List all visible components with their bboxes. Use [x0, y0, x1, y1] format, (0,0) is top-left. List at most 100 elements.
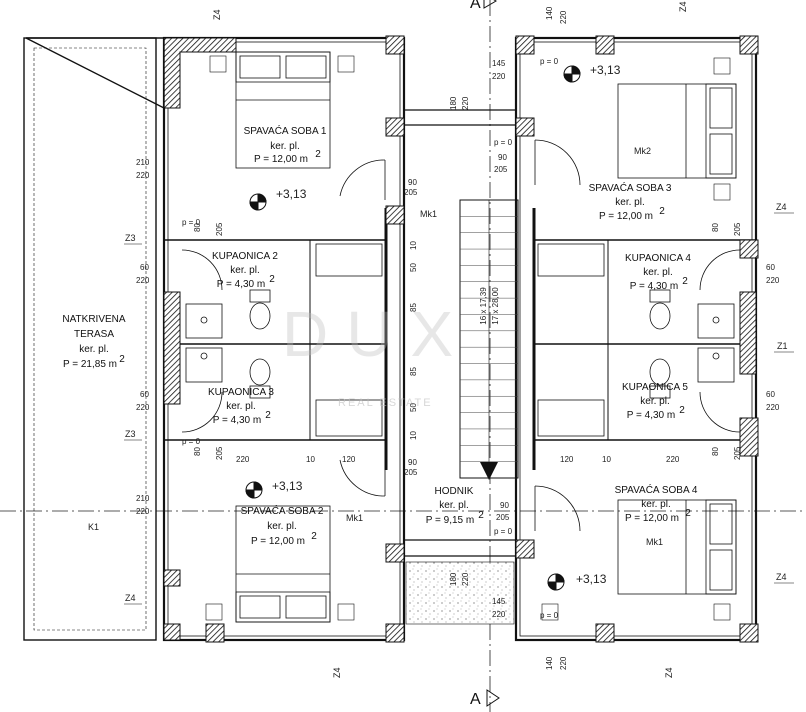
svg-text:2: 2 [311, 531, 317, 542]
svg-text:205: 205 [496, 513, 510, 522]
svg-text:A: A [470, 0, 481, 12]
svg-text:205: 205 [215, 446, 224, 460]
columns [25, 35, 759, 643]
watermark: DUX [282, 298, 471, 370]
svg-text:KUPAONICA 2: KUPAONICA 2 [212, 251, 278, 262]
svg-text:220: 220 [766, 403, 780, 412]
svg-text:KUPAONICA 3: KUPAONICA 3 [208, 387, 274, 398]
svg-text:SPAVAĆA SOBA 2: SPAVAĆA SOBA 2 [241, 504, 324, 517]
svg-text:85: 85 [409, 303, 418, 312]
svg-text:205: 205 [404, 468, 418, 477]
svg-text:220: 220 [766, 276, 780, 285]
svg-text:Z4: Z4 [776, 572, 787, 582]
svg-text:P = 12,00 m: P = 12,00 m [251, 536, 305, 547]
svg-text:220: 220 [236, 455, 250, 464]
svg-text:Mk1: Mk1 [420, 209, 437, 219]
svg-text:Z4: Z4 [125, 593, 136, 603]
level-label: +3,13 [272, 479, 303, 493]
svg-text:90: 90 [498, 153, 507, 162]
dimension-labels: 210 220 210 220 60 220 60 220 60 220 60 … [136, 6, 780, 670]
svg-text:p = 0: p = 0 [182, 437, 201, 446]
room-labels: SPAVAĆA SOBA 1 ker. pl. P = 12,00 m 2 SP… [62, 124, 697, 547]
svg-text:TERASA: TERASA [74, 329, 114, 340]
stair-treads [460, 216, 518, 462]
svg-text:90: 90 [408, 458, 417, 467]
svg-text:50: 50 [409, 263, 418, 272]
svg-text:ker. pl.: ker. pl. [643, 267, 672, 278]
svg-text:220: 220 [136, 276, 150, 285]
svg-text:80: 80 [193, 447, 202, 456]
svg-text:Z3: Z3 [125, 429, 136, 439]
svg-text:Z4: Z4 [776, 202, 787, 212]
svg-text:P = 4,30 m: P = 4,30 m [217, 279, 265, 290]
svg-text:140: 140 [545, 6, 554, 20]
svg-text:2: 2 [315, 149, 321, 160]
svg-text:80: 80 [711, 447, 720, 456]
svg-text:ker. pl.: ker. pl. [270, 141, 299, 152]
svg-text:P = 12,00 m: P = 12,00 m [625, 513, 679, 524]
svg-text:Z4: Z4 [212, 9, 222, 20]
svg-text:220: 220 [461, 96, 470, 110]
svg-text:2: 2 [478, 510, 484, 521]
svg-text:NATKRIVENA: NATKRIVENA [62, 314, 125, 325]
svg-text:P = 9,15 m: P = 9,15 m [426, 515, 474, 526]
svg-text:220: 220 [559, 656, 568, 670]
svg-text:p = 0: p = 0 [182, 218, 201, 227]
svg-text:145: 145 [492, 597, 506, 606]
svg-text:Z1: Z1 [777, 341, 788, 351]
svg-text:P = 12,00 m: P = 12,00 m [254, 154, 308, 165]
svg-text:220: 220 [136, 403, 150, 412]
svg-text:220: 220 [559, 10, 568, 24]
level-marker-icons [245, 65, 581, 591]
svg-text:145: 145 [492, 59, 506, 68]
section-marks: A A [470, 0, 500, 708]
svg-text:140: 140 [545, 656, 554, 670]
beds [235, 51, 737, 623]
svg-text:Mk1: Mk1 [646, 537, 663, 547]
svg-text:210: 210 [136, 158, 150, 167]
svg-text:205: 205 [733, 222, 742, 236]
svg-text:220: 220 [666, 455, 680, 464]
svg-text:2: 2 [269, 274, 275, 285]
level-label: +3,13 [590, 63, 621, 77]
svg-text:KUPAONICA 5: KUPAONICA 5 [622, 382, 688, 393]
svg-text:ker. pl.: ker. pl. [439, 500, 468, 511]
svg-text:2: 2 [682, 276, 688, 287]
svg-text:80: 80 [711, 223, 720, 232]
svg-text:60: 60 [766, 390, 775, 399]
svg-text:205: 205 [733, 446, 742, 460]
svg-text:60: 60 [766, 263, 775, 272]
element-tags: Z3 Z3 Z4 Z4 Z1 Z4 Z4 Z4 Z4 Z4 Mk1 Mk1 Mk… [88, 1, 794, 678]
svg-text:ker. pl.: ker. pl. [615, 197, 644, 208]
svg-text:2: 2 [685, 508, 691, 519]
svg-text:60: 60 [140, 390, 149, 399]
svg-text:220: 220 [136, 507, 150, 516]
svg-text:180: 180 [449, 96, 458, 110]
svg-text:85: 85 [409, 367, 418, 376]
svg-text:P = 4,30 m: P = 4,30 m [627, 410, 675, 421]
svg-text:205: 205 [404, 188, 418, 197]
svg-text:SPAVAĆA SOBA 4: SPAVAĆA SOBA 4 [615, 483, 698, 496]
svg-text:P = 12,00 m: P = 12,00 m [599, 211, 653, 222]
svg-text:Mk2: Mk2 [634, 146, 651, 156]
svg-text:220: 220 [461, 572, 470, 586]
svg-text:205: 205 [215, 222, 224, 236]
svg-text:180: 180 [449, 572, 458, 586]
svg-text:2: 2 [659, 206, 665, 217]
svg-text:2: 2 [679, 405, 685, 416]
watermark-sub: REAL ESTATE [338, 397, 433, 409]
svg-text:ker. pl.: ker. pl. [230, 265, 259, 276]
svg-text:205: 205 [494, 165, 508, 174]
svg-text:P = 4,30 m: P = 4,30 m [213, 415, 261, 426]
level-label: +3,13 [276, 187, 307, 201]
svg-text:120: 120 [342, 455, 356, 464]
svg-text:HODNIK: HODNIK [435, 486, 474, 497]
svg-text:220: 220 [136, 171, 150, 180]
svg-text:p = 0: p = 0 [540, 57, 559, 66]
svg-text:ker. pl.: ker. pl. [79, 344, 108, 355]
svg-text:p = 0: p = 0 [494, 527, 513, 536]
entry-landing [405, 561, 515, 625]
svg-text:ker. pl.: ker. pl. [226, 401, 255, 412]
svg-text:Z3: Z3 [125, 233, 136, 243]
